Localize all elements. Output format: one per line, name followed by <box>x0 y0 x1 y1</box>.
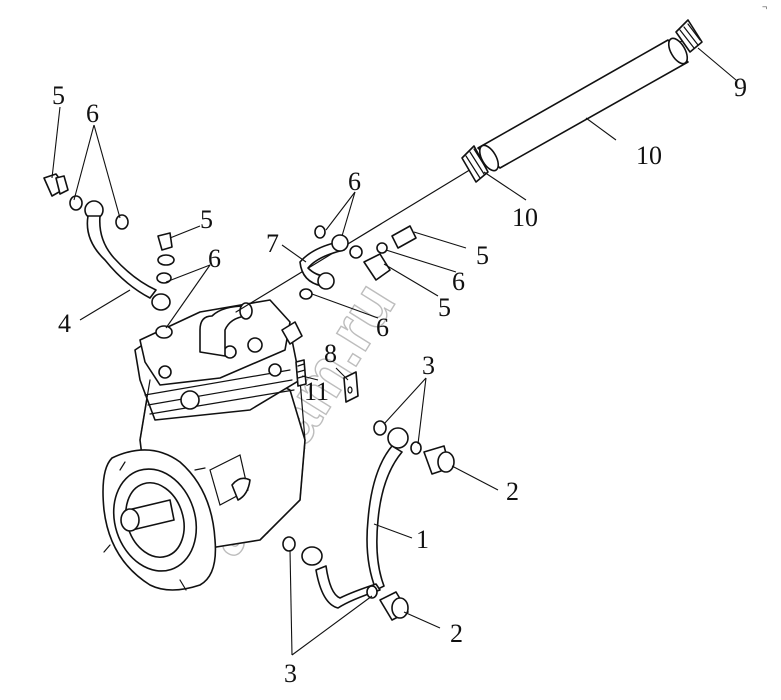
tube-1 <box>282 420 422 609</box>
fitting-10-upper <box>675 19 703 53</box>
tube-7 <box>299 225 363 300</box>
label-5b: 5 <box>200 205 213 234</box>
corner-mark: ¬ <box>762 2 767 12</box>
label-10b: 10 <box>512 203 538 232</box>
label-5c: 5 <box>476 241 489 270</box>
label-4: 4 <box>58 309 71 338</box>
label-6c: 6 <box>348 167 361 196</box>
label-10a: 9 <box>734 73 747 102</box>
bolt-2-lower <box>379 591 409 621</box>
label-2a: 2 <box>506 477 519 506</box>
label-6b: 6 <box>208 244 221 273</box>
label-2b: 2 <box>450 619 463 648</box>
tube-4 <box>43 173 171 311</box>
label-6e: 6 <box>376 313 389 342</box>
label-9: 10 <box>636 141 662 170</box>
bolt-5-mid <box>363 225 417 281</box>
air-compressor <box>102 299 306 591</box>
bolt-5-head <box>155 232 175 339</box>
label-5d: 5 <box>438 293 451 322</box>
label-3b: 3 <box>284 659 297 688</box>
fitting-10-lower <box>461 145 489 183</box>
label-6a: 6 <box>86 99 99 128</box>
leader-lines <box>51 47 737 656</box>
label-11: 11 <box>304 377 329 406</box>
callouts: 5 6 5 6 4 6 7 5 6 5 6 8 11 3 2 1 2 3 10 … <box>52 73 747 688</box>
label-3a: 3 <box>422 351 435 380</box>
label-8: 8 <box>324 339 337 368</box>
label-7: 7 <box>266 229 279 258</box>
label-1: 1 <box>416 525 429 554</box>
bracket-8 <box>343 371 359 403</box>
hose-9 <box>477 37 689 172</box>
label-6d: 6 <box>452 267 465 296</box>
bolt-2-upper <box>423 445 455 475</box>
label-5a: 5 <box>52 81 65 110</box>
